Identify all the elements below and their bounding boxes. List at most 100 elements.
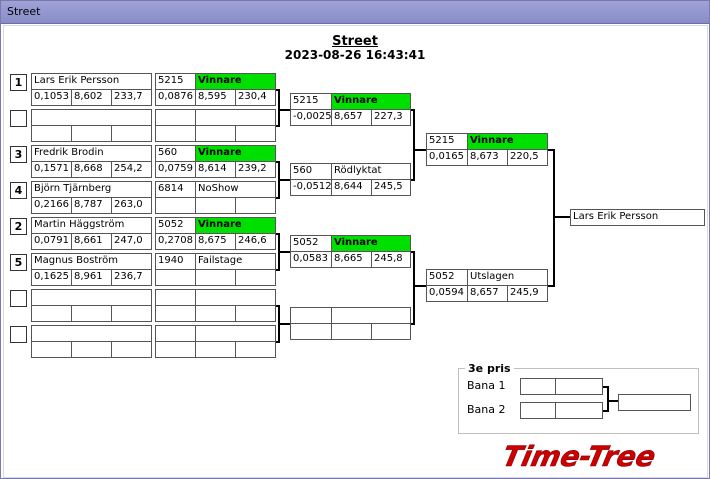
elapsed-time-field[interactable]: 8,673 — [467, 149, 508, 166]
speed-field[interactable] — [111, 125, 152, 142]
reaction-time-field[interactable]: 0,1625 — [31, 269, 72, 286]
elapsed-time-field[interactable]: 8,665 — [331, 251, 372, 268]
reaction-time-field[interactable] — [155, 305, 196, 322]
result-field[interactable]: Vinnare — [195, 73, 276, 90]
car-number-field[interactable]: 5215 — [290, 93, 332, 110]
car-number-field[interactable]: 1940 — [155, 253, 196, 270]
reaction-time-field[interactable]: -0,0025 — [290, 109, 332, 126]
result-field[interactable]: Vinnare — [195, 217, 276, 234]
elapsed-time-field[interactable]: 8,675 — [195, 233, 236, 250]
elapsed-time-field[interactable] — [195, 125, 236, 142]
car-number-field[interactable]: 5052 — [155, 217, 196, 234]
driver-name-field[interactable] — [31, 109, 152, 126]
reaction-time-field[interactable] — [155, 269, 196, 286]
elapsed-time-field[interactable]: 8,657 — [331, 109, 372, 126]
seed-box[interactable] — [10, 110, 27, 127]
seed-box[interactable]: 4 — [10, 182, 27, 199]
elapsed-time-field[interactable]: 8,661 — [71, 233, 112, 250]
result-field[interactable] — [195, 109, 276, 126]
speed-field[interactable] — [235, 197, 276, 214]
reaction-time-field[interactable]: 0,0594 — [426, 285, 468, 302]
reaction-time-field[interactable]: 0,1571 — [31, 161, 72, 178]
reaction-time-field[interactable] — [31, 341, 72, 358]
result-field[interactable] — [195, 289, 276, 306]
result-field[interactable] — [331, 307, 411, 324]
elapsed-time-field[interactable] — [71, 305, 112, 322]
driver-name-field[interactable]: Martin Häggström — [31, 217, 152, 234]
speed-field[interactable] — [235, 341, 276, 358]
car-number-field[interactable]: 5215 — [426, 133, 468, 150]
seed-box[interactable] — [10, 326, 27, 343]
speed-field[interactable]: 245,5 — [371, 179, 411, 196]
reaction-time-field[interactable] — [155, 197, 196, 214]
reaction-time-field[interactable]: 0,0759 — [155, 161, 196, 178]
speed-field[interactable]: 254,2 — [111, 161, 152, 178]
elapsed-time-field[interactable]: 8,602 — [71, 89, 112, 106]
reaction-time-field[interactable] — [31, 305, 72, 322]
elapsed-time-field[interactable] — [71, 341, 112, 358]
result-field[interactable]: Vinnare — [195, 145, 276, 162]
elapsed-time-field[interactable] — [195, 197, 236, 214]
reaction-time-field[interactable] — [290, 323, 332, 340]
speed-field[interactable]: 220,5 — [507, 149, 548, 166]
speed-field[interactable]: 230,4 — [235, 89, 276, 106]
result-field[interactable]: Vinnare — [331, 93, 411, 110]
lane2-no-field[interactable] — [520, 402, 556, 419]
elapsed-time-field[interactable]: 8,787 — [71, 197, 112, 214]
driver-name-field[interactable] — [31, 289, 152, 306]
seed-box[interactable]: 1 — [10, 74, 27, 91]
reaction-time-field[interactable] — [155, 341, 196, 358]
speed-field[interactable]: 227,3 — [371, 109, 411, 126]
seed-box[interactable]: 5 — [10, 254, 27, 271]
speed-field[interactable] — [111, 341, 152, 358]
reaction-time-field[interactable]: 0,2166 — [31, 197, 72, 214]
seed-box[interactable]: 3 — [10, 146, 27, 163]
lane1-no-field[interactable] — [520, 378, 556, 395]
car-number-field[interactable]: 560 — [290, 163, 332, 180]
reaction-time-field[interactable]: 0,0165 — [426, 149, 468, 166]
reaction-time-field[interactable]: 0,2708 — [155, 233, 196, 250]
seed-box[interactable] — [10, 290, 27, 307]
elapsed-time-field[interactable] — [195, 341, 236, 358]
reaction-time-field[interactable]: 0,0583 — [290, 251, 332, 268]
car-number-field[interactable]: 6814 — [155, 181, 196, 198]
result-field[interactable]: Failstage — [195, 253, 276, 270]
speed-field[interactable]: 263,0 — [111, 197, 152, 214]
reaction-time-field[interactable] — [31, 125, 72, 142]
result-field[interactable] — [195, 325, 276, 342]
champion-field[interactable]: Lars Erik Persson — [570, 209, 705, 226]
reaction-time-field[interactable] — [155, 125, 196, 142]
reaction-time-field[interactable]: -0,0512 — [290, 179, 332, 196]
driver-name-field[interactable]: Björn Tjärnberg — [31, 181, 152, 198]
driver-name-field[interactable]: Magnus Boström — [31, 253, 152, 270]
speed-field[interactable]: 245,9 — [507, 285, 548, 302]
elapsed-time-field[interactable] — [195, 269, 236, 286]
driver-name-field[interactable]: Lars Erik Persson — [31, 73, 152, 90]
speed-field[interactable]: 247,0 — [111, 233, 152, 250]
car-number-field[interactable] — [290, 307, 332, 324]
elapsed-time-field[interactable]: 8,614 — [195, 161, 236, 178]
car-number-field[interactable]: 5215 — [155, 73, 196, 90]
speed-field[interactable] — [111, 305, 152, 322]
speed-field[interactable] — [235, 305, 276, 322]
result-field[interactable]: Utslagen — [467, 269, 548, 286]
car-number-field[interactable] — [155, 289, 196, 306]
driver-name-field[interactable]: Fredrik Brodin — [31, 145, 152, 162]
speed-field[interactable] — [235, 269, 276, 286]
car-number-field[interactable] — [155, 109, 196, 126]
speed-field[interactable]: 246,6 — [235, 233, 276, 250]
result-field[interactable]: Vinnare — [331, 235, 411, 252]
driver-name-field[interactable] — [31, 325, 152, 342]
third-prize-winner-field[interactable] — [618, 394, 691, 411]
elapsed-time-field[interactable]: 8,657 — [467, 285, 508, 302]
speed-field[interactable]: 245,8 — [371, 251, 411, 268]
result-field[interactable]: Rödlyktat — [331, 163, 411, 180]
reaction-time-field[interactable]: 0,0791 — [31, 233, 72, 250]
elapsed-time-field[interactable]: 8,668 — [71, 161, 112, 178]
speed-field[interactable] — [371, 323, 411, 340]
seed-box[interactable]: 2 — [10, 218, 27, 235]
speed-field[interactable]: 236,7 — [111, 269, 152, 286]
speed-field[interactable]: 233,7 — [111, 89, 152, 106]
reaction-time-field[interactable]: 0,0876 — [155, 89, 196, 106]
elapsed-time-field[interactable]: 8,961 — [71, 269, 112, 286]
